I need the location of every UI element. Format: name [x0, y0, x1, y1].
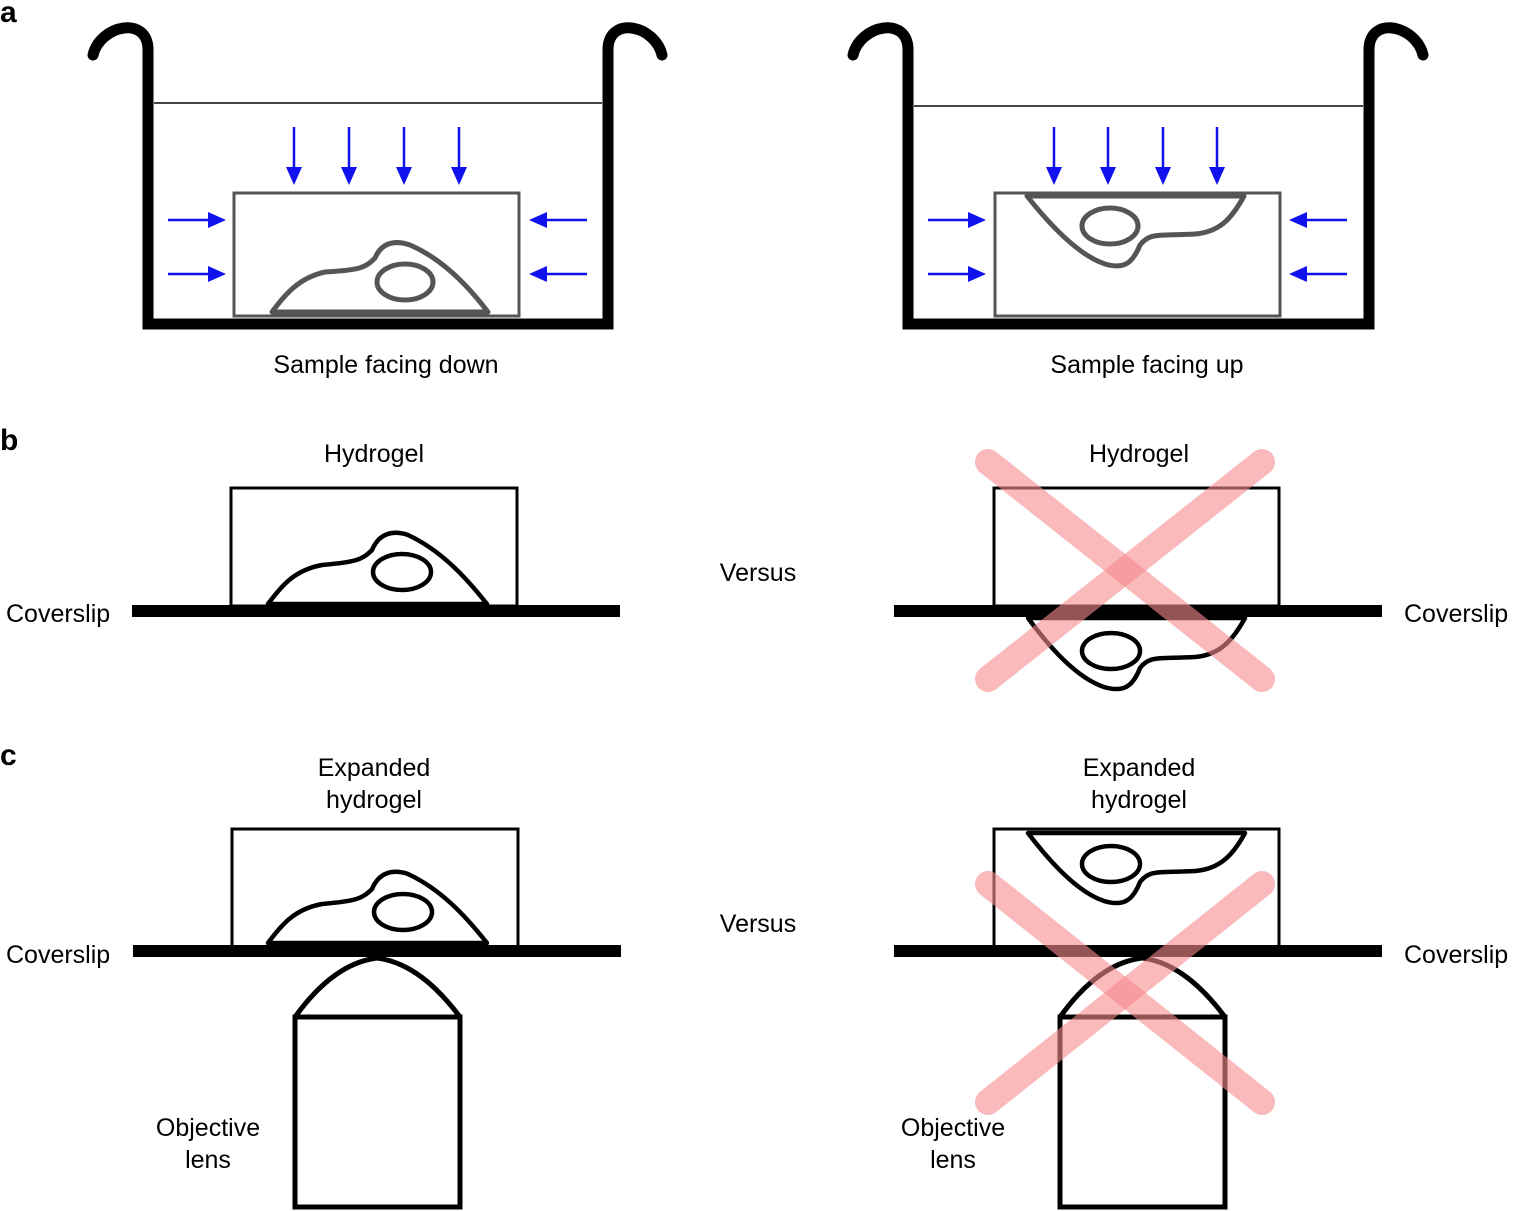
arrow-right-icon	[166, 264, 228, 284]
versus-label-b: Versus	[720, 559, 796, 587]
dish-left	[87, 22, 668, 330]
hydrogel-label-right-b: Hydrogel	[1089, 440, 1189, 468]
panel-label-b: b	[0, 424, 18, 457]
arrow-down-icon	[284, 125, 304, 187]
arrow-left-icon	[527, 264, 589, 284]
expanded-hydrogel-label-right-line1: Expanded	[1083, 754, 1196, 782]
arrow-right-icon	[926, 210, 988, 230]
arrow-left-icon	[527, 210, 589, 230]
arrow-down-icon	[449, 125, 469, 187]
coverslip-label-left-b: Coverslip	[6, 600, 110, 628]
cross-icon	[975, 449, 1275, 692]
nucleus-right-b	[1079, 630, 1143, 672]
objective-label-right-line2: lens	[930, 1146, 976, 1174]
nucleus-right-a	[1079, 205, 1141, 247]
hydrogel-right-a	[993, 191, 1282, 318]
arrow-left-icon	[1287, 264, 1349, 284]
hydrogel-label-left-b: Hydrogel	[324, 440, 424, 468]
arrow-down-icon	[339, 125, 359, 187]
arrow-down-icon	[394, 125, 414, 187]
hydrogel-left-a	[232, 191, 521, 318]
arrow-right-icon	[926, 264, 988, 284]
cross-icon	[975, 871, 1275, 1115]
cell-right-a	[1024, 193, 1247, 269]
dish-right	[847, 22, 1429, 330]
objective-label-left-line1: Objective	[156, 1114, 260, 1142]
objective-label-left-line2: lens	[185, 1146, 231, 1174]
cell-left-b	[265, 530, 490, 607]
cell-left-c	[265, 869, 490, 946]
cell-left-a	[269, 240, 491, 315]
objective-lens-icon-left	[292, 955, 463, 1210]
arrow-down-icon	[1044, 125, 1064, 187]
arrow-down-icon	[1153, 125, 1173, 187]
expanded-hydrogel-label-right-line2: hydrogel	[1091, 786, 1187, 814]
coverslip-label-right-c: Coverslip	[1404, 941, 1508, 969]
panel-label-a: a	[0, 0, 17, 29]
objective-label-right-line1: Objective	[901, 1114, 1005, 1142]
arrow-down-icon	[1207, 125, 1227, 187]
coverslip-label-left-c: Coverslip	[6, 941, 110, 969]
nucleus-right-c	[1079, 843, 1143, 885]
nucleus-left-c	[371, 891, 435, 933]
cell-right-c	[1025, 830, 1248, 906]
arrow-left-icon	[1287, 210, 1349, 230]
caption-sample-facing-down: Sample facing down	[273, 351, 498, 379]
versus-label-c: Versus	[720, 910, 796, 938]
coverslip-label-right-b: Coverslip	[1404, 600, 1508, 628]
arrow-right-icon	[166, 210, 228, 230]
arrow-down-icon	[1098, 125, 1118, 187]
expanded-hydrogel-label-left-line2: hydrogel	[326, 786, 422, 814]
panel-label-c: c	[0, 739, 17, 772]
nucleus-left-a	[374, 261, 436, 303]
expanded-hydrogel-label-left-line1: Expanded	[318, 754, 431, 782]
nucleus-left-b	[370, 551, 434, 593]
caption-sample-facing-up: Sample facing up	[1050, 351, 1243, 379]
